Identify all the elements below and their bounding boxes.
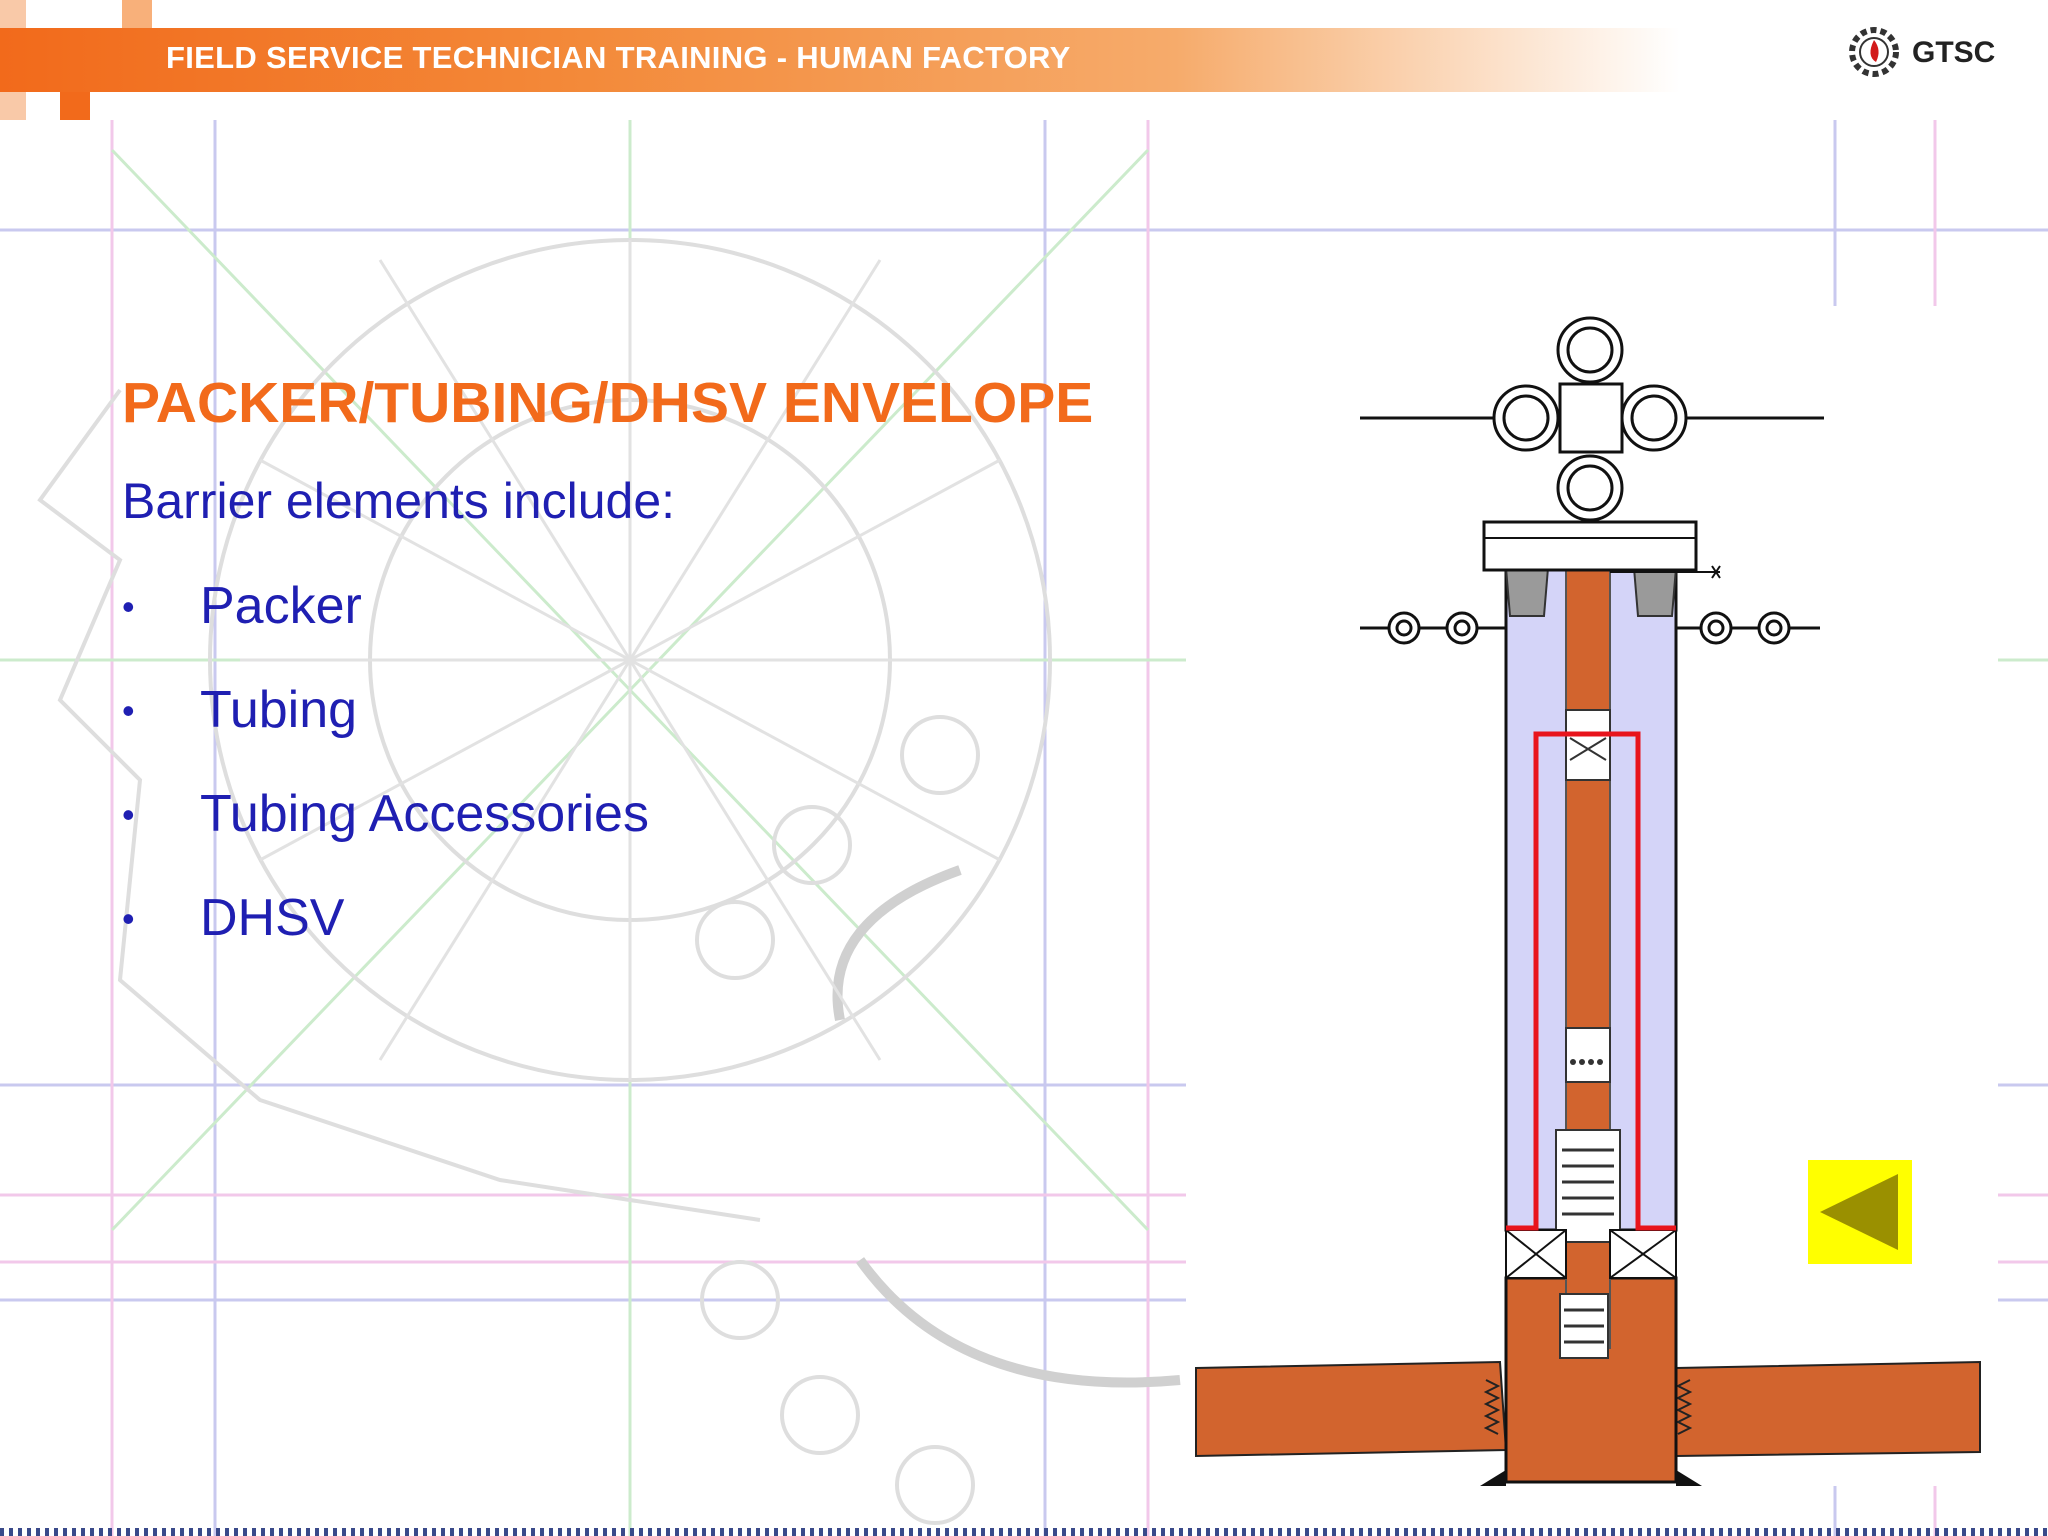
annulus-valves <box>1360 611 1820 645</box>
intro-text: Barrier elements include: <box>122 473 676 529</box>
barrier-element-list: • Packer • Tubing • Tubing Accessories •… <box>122 576 649 992</box>
bullet-marker: • <box>122 794 135 835</box>
bullet-marker: • <box>122 586 135 627</box>
list-item-label: Packer <box>200 577 362 635</box>
list-item: • Tubing <box>122 680 649 784</box>
list-item-label: Tubing Accessories <box>200 785 649 843</box>
bullet-marker: • <box>122 690 135 731</box>
list-item: • Packer <box>122 576 649 680</box>
list-item-label: DHSV <box>200 889 345 947</box>
header-band <box>0 28 1680 92</box>
logo-text: GTSC <box>1912 36 1996 69</box>
dhsv <box>1565 709 1611 781</box>
back-button[interactable] <box>1808 1160 1912 1264</box>
packer <box>1505 1229 1677 1279</box>
triangle-left-icon <box>1820 1174 1898 1250</box>
list-item-label: Tubing <box>200 681 358 739</box>
header-title: FIELD SERVICE TECHNICIAN TRAINING - HUMA… <box>166 40 1071 75</box>
formation-left <box>1195 1360 1508 1458</box>
bullet-marker: • <box>122 898 135 939</box>
gtsc-logo: GTSC <box>1836 16 1996 88</box>
footer-divider <box>0 1528 2048 1536</box>
christmas-tree <box>1360 316 1824 522</box>
list-item: • DHSV <box>122 888 649 992</box>
list-item: • Tubing Accessories <box>122 784 649 888</box>
slide-title: PACKER/TUBING/DHSV ENVELOPE <box>122 371 1094 435</box>
barrier-envelope-line <box>1506 731 1676 1231</box>
gear-flame-icon <box>1849 27 1899 77</box>
formation-right <box>1675 1360 1981 1458</box>
well-schematic-diagram <box>1186 306 1998 1486</box>
